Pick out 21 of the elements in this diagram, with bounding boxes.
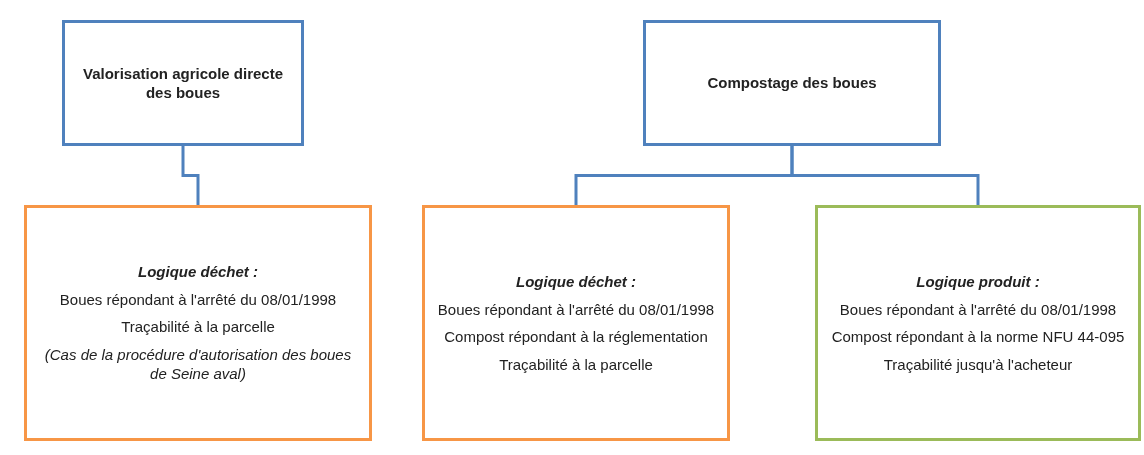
body-text: Compost répondant à la norme NFU 44-095: [831, 327, 1125, 347]
connector-line: [181, 146, 200, 205]
body-text: Compost répondant à la réglementation: [444, 327, 708, 347]
connector-line: [790, 146, 980, 205]
body-text: Boues répondant à l'arrêté du 08/01/1998: [437, 299, 715, 319]
process-box: [643, 20, 941, 146]
process-box: [62, 20, 304, 146]
note-box: [24, 205, 372, 441]
body-text: Traçabilité jusqu'à l'acheteur: [883, 354, 1073, 374]
body-text: Traçabilité à la parcelle: [121, 317, 275, 337]
note-text: (Cas de la procédure d'autorisation des boues de Seine aval): [43, 344, 353, 384]
note-box: [815, 205, 1141, 441]
body-text: Traçabilité à la parcelle: [499, 354, 653, 374]
box-heading: Logique produit :: [916, 272, 1040, 292]
body-text: Boues répondant à l'arrêté du 08/01/1998: [839, 299, 1117, 319]
note-box: [422, 205, 730, 441]
box-heading: Logique déchet :: [516, 272, 636, 292]
box-heading: Logique déchet :: [138, 262, 258, 282]
box-title: Valorisation agricole directe des boues: [81, 63, 285, 103]
body-text: Boues répondant à l'arrêté du 08/01/1998: [59, 289, 337, 310]
box-title: Compostage des boues: [707, 73, 877, 93]
